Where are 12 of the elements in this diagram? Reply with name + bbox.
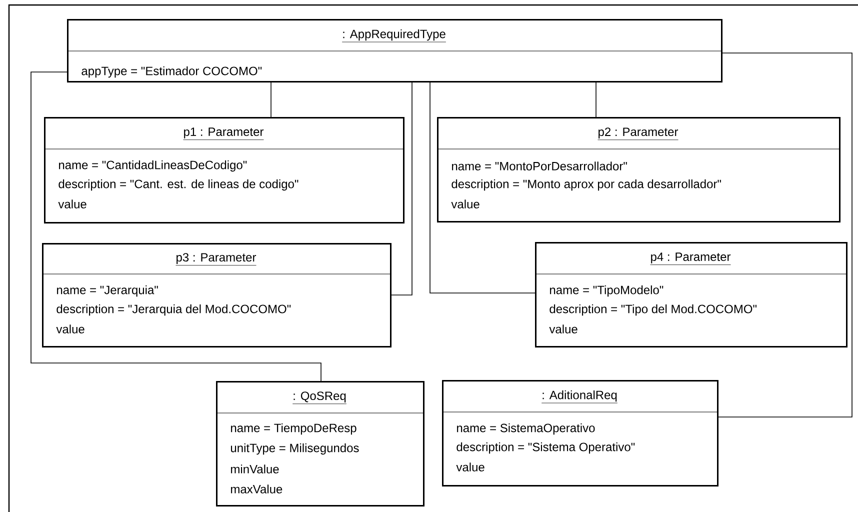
object-box: p1 : Parameter name = "CantidadLineasDeCodigo" description = "Cant. est. de lineas de codigo" value [44,117,404,224]
object-box: p3 : Parameter name = "Jerarquia" description = "Jerarquia del Mod.COCOMO" value [42,243,392,348]
connector [270,82,272,118]
object-box: p2 : Parameter name = "MontoPorDesarrollador" description = "Monto aprox por cada desarrollador" value [436,117,840,222]
object-box: : AditionalReq name = SistemaOperativo description = "Sistema Operativo" value [442,380,718,486]
connector [30,72,322,382]
connector [718,52,852,418]
object-box: p4 : Parameter name = "TipoModelo" description = "Tipo del Mod.COCOMO" value [534,242,848,348]
connector [391,82,412,296]
object-box: : AppRequiredType appType = "Estimador COCOMO" [66,19,722,82]
object-box: : QoSReq name = TiempoDeResp unitType = Milisegundos minValue maxValue [216,381,424,506]
connector [430,82,536,294]
